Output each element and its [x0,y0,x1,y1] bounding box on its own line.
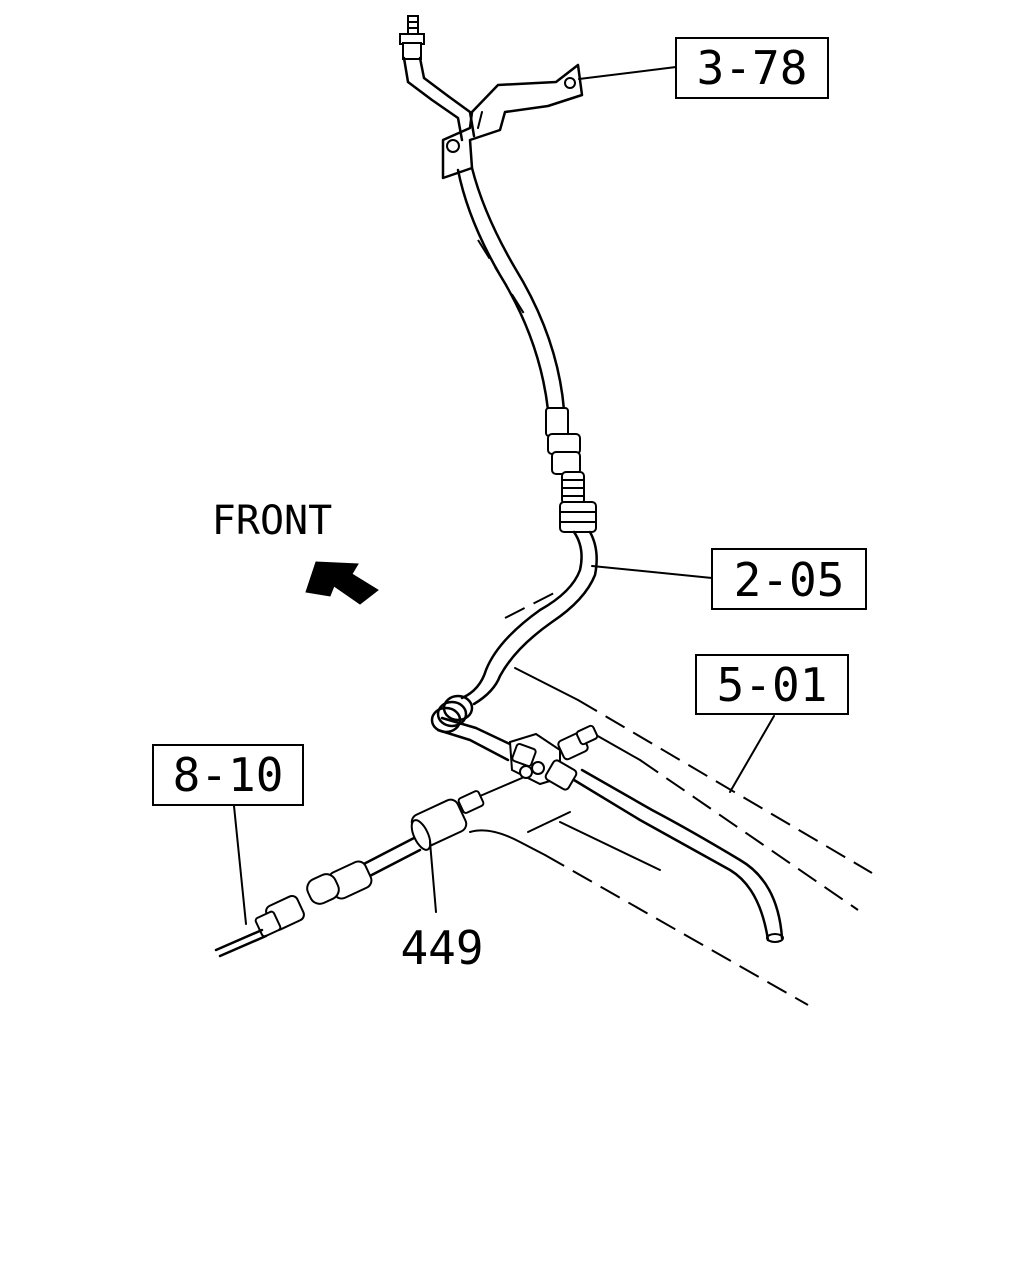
ref-box-2-05[interactable]: 2-05 [711,548,867,610]
hose-couplings [545,407,597,533]
harness-connector [214,895,305,958]
ref-box-3-78[interactable]: 3-78 [675,37,829,99]
brake-pipe-lower [460,530,598,706]
arrow-up-left-icon [305,561,379,605]
ref-box-5-01[interactable]: 5-01 [695,654,849,715]
frame-pipe [572,768,784,943]
leader-lines [233,66,775,925]
brake-hose-upper [456,166,566,412]
frame-rails [469,667,873,1006]
ref-label-2-05: 2-05 [734,553,845,607]
ref-label-5-01: 5-01 [717,658,828,712]
brake-sensor [306,777,523,905]
ref-label-3-78: 3-78 [697,41,808,95]
ref-box-8-10[interactable]: 8-10 [152,744,304,806]
front-label: FRONT [212,498,332,544]
junction-block [508,724,599,791]
upper-bracket [441,63,584,180]
part-number-449: 449 [400,921,483,975]
ref-label-8-10: 8-10 [173,748,284,802]
pipe-coil [430,694,516,762]
upper-fitting [399,15,476,142]
